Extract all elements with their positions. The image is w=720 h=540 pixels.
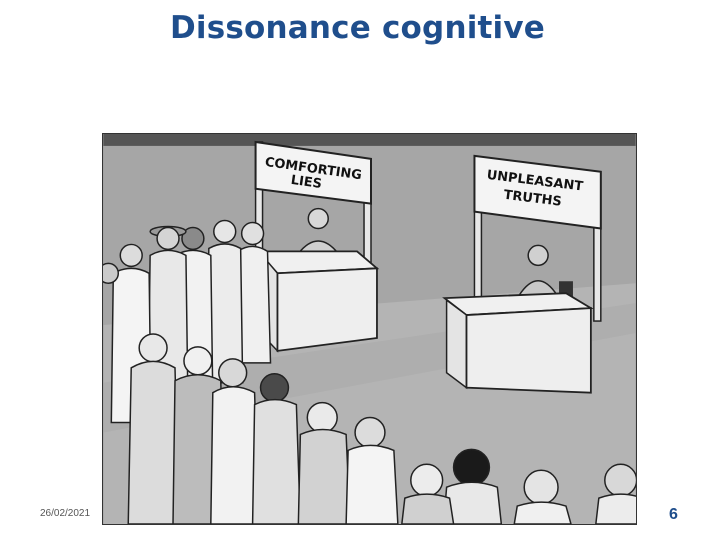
crowd <box>103 219 636 524</box>
comforting-lies-stand <box>254 140 380 353</box>
unpleasant-truths-stand <box>442 154 602 394</box>
slide-date: 26/02/2021 <box>40 508 91 519</box>
sign-lies: LIES <box>290 173 323 192</box>
sign-truths: TRUTHS <box>503 188 563 210</box>
cartoon-image: COMFORTING LIES UNPLEASANT TRUTHS <box>102 133 637 525</box>
slide-title: Dissonance cognitive <box>169 10 546 46</box>
page-number: 6 <box>669 506 678 523</box>
